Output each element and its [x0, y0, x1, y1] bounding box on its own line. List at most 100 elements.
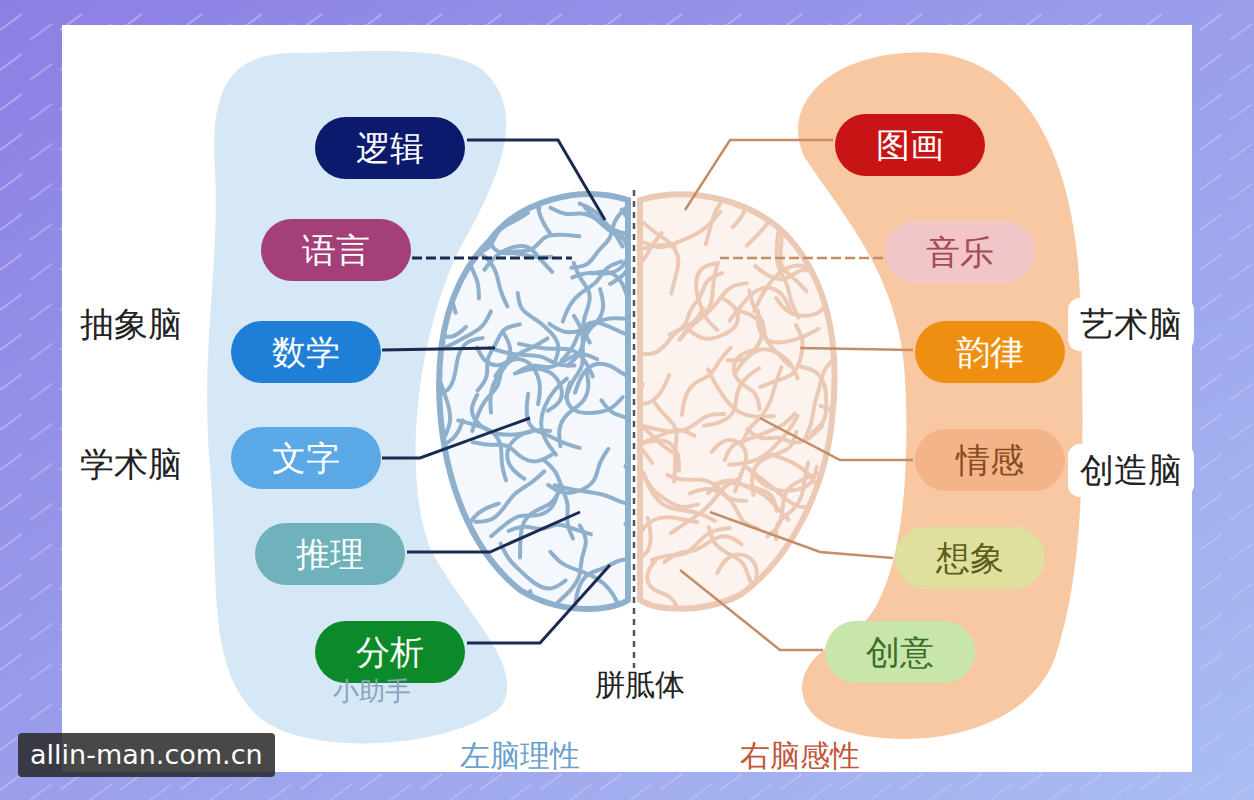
brain-type-label: 艺术脑 — [1068, 298, 1194, 351]
caption-label: 小助手 — [333, 676, 411, 707]
ability-pill: 数学 — [231, 321, 381, 383]
gyrus-stroke — [768, 474, 818, 536]
ability-text: 想象 — [936, 541, 1004, 575]
right-gyri — [594, 166, 894, 627]
brain-type-label: 抽象脑 — [68, 298, 194, 351]
gyrus-stroke — [808, 225, 877, 252]
right-leader-lines — [680, 140, 913, 650]
gyrus-stroke — [387, 315, 466, 336]
gyrus-stroke — [821, 406, 887, 452]
gyrus-stroke — [512, 591, 533, 670]
gyrus-stroke — [374, 261, 452, 295]
ability-text: 数学 — [272, 335, 340, 369]
leader-line — [760, 418, 913, 460]
gyrus-stroke — [647, 561, 683, 627]
gyrus-stroke — [690, 299, 738, 339]
leader-line — [467, 565, 610, 643]
ability-text: 文字 — [272, 441, 340, 475]
gyrus-stroke — [816, 524, 832, 603]
gyrus-stroke — [491, 492, 558, 536]
gyrus-stroke — [580, 204, 650, 234]
gyrus-stroke — [727, 311, 762, 360]
gyrus-stroke — [617, 430, 694, 463]
leader-line — [720, 257, 883, 260]
gyrus-stroke — [376, 530, 440, 559]
ability-pill: 图画 — [835, 114, 985, 176]
white-card — [62, 25, 1192, 772]
gyrus-stroke — [416, 212, 472, 278]
gyrus-stroke — [464, 532, 506, 607]
ability-pill: 文字 — [231, 427, 381, 489]
band-shape — [798, 52, 1082, 739]
ability-text: 图画 — [876, 128, 944, 162]
gyrus-stroke — [729, 416, 798, 465]
gyrus-stroke — [373, 518, 450, 542]
ability-text: 分析 — [356, 635, 424, 669]
ability-pill: 创意 — [825, 621, 975, 683]
gyrus-stroke — [507, 430, 550, 478]
gyrus-stroke — [527, 394, 580, 448]
ability-pill: 想象 — [895, 527, 1045, 589]
gyrus-stroke — [644, 477, 714, 521]
gyrus-stroke — [418, 311, 491, 350]
ability-pill: 逻辑 — [315, 117, 465, 179]
gyrus-stroke — [501, 544, 566, 589]
leader-line — [382, 348, 495, 350]
ability-text: 语言 — [302, 233, 370, 267]
gyrus-stroke — [682, 348, 731, 415]
gyrus-stroke — [392, 204, 449, 252]
gyrus-stroke — [733, 168, 791, 227]
gyrus-stroke — [831, 455, 842, 539]
caption-label: 左脑理性 — [460, 738, 580, 774]
leader-line — [467, 140, 605, 220]
left-gyri — [373, 137, 701, 670]
leader-line — [800, 348, 913, 350]
ability-text: 情感 — [956, 443, 1024, 477]
gyrus-stroke — [448, 229, 456, 313]
gyrus-stroke — [747, 171, 781, 246]
ability-text: 创意 — [866, 635, 934, 669]
gyrus-stroke — [633, 458, 698, 506]
gyrus-stroke — [637, 517, 697, 557]
gyrus-stroke — [760, 325, 802, 387]
gyrus-stroke — [575, 364, 642, 393]
leader-line — [710, 512, 893, 558]
gyrus-stroke — [776, 463, 808, 540]
brain-type-label: 学术脑 — [68, 438, 194, 491]
leader-line — [412, 257, 572, 260]
gyrus-stroke — [773, 217, 806, 291]
gyrus-stroke — [670, 273, 722, 335]
gyrus-stroke — [555, 485, 642, 505]
gyrus-stroke — [709, 527, 759, 594]
ability-text: 音乐 — [926, 235, 994, 269]
gyrus-stroke — [715, 480, 789, 519]
left-leader-lines — [382, 140, 610, 643]
leader-line — [382, 418, 530, 458]
watermark: allin-man.com.cn — [18, 733, 275, 777]
gyrus-stroke — [494, 169, 550, 233]
gyrus-stroke — [632, 386, 679, 455]
caption-label: 胼胝体 — [595, 667, 685, 703]
gyrus-stroke — [436, 351, 450, 437]
gyrus-stroke — [558, 526, 586, 603]
gyrus-stroke — [823, 262, 894, 308]
gyrus-stroke — [575, 559, 637, 606]
caption-label: 右脑感性 — [740, 738, 860, 774]
ability-pill: 韵律 — [915, 321, 1065, 383]
ability-pill: 音乐 — [885, 221, 1035, 283]
gyrus-stroke — [535, 137, 576, 208]
gyrus-stroke — [706, 166, 724, 244]
gyrus-stroke — [610, 210, 636, 284]
ability-pill: 分析 — [315, 621, 465, 683]
gyrus-stroke — [642, 414, 725, 432]
ability-pill: 推理 — [255, 523, 405, 585]
gyrus-stroke — [838, 529, 884, 596]
brain-type-label: 创造脑 — [1068, 444, 1194, 497]
ability-text: 韵律 — [956, 335, 1024, 369]
gyrus-stroke — [549, 289, 603, 332]
corpus-callosum-line — [633, 190, 636, 668]
gyrus-stroke — [467, 504, 499, 573]
gyrus-stroke — [742, 367, 782, 445]
